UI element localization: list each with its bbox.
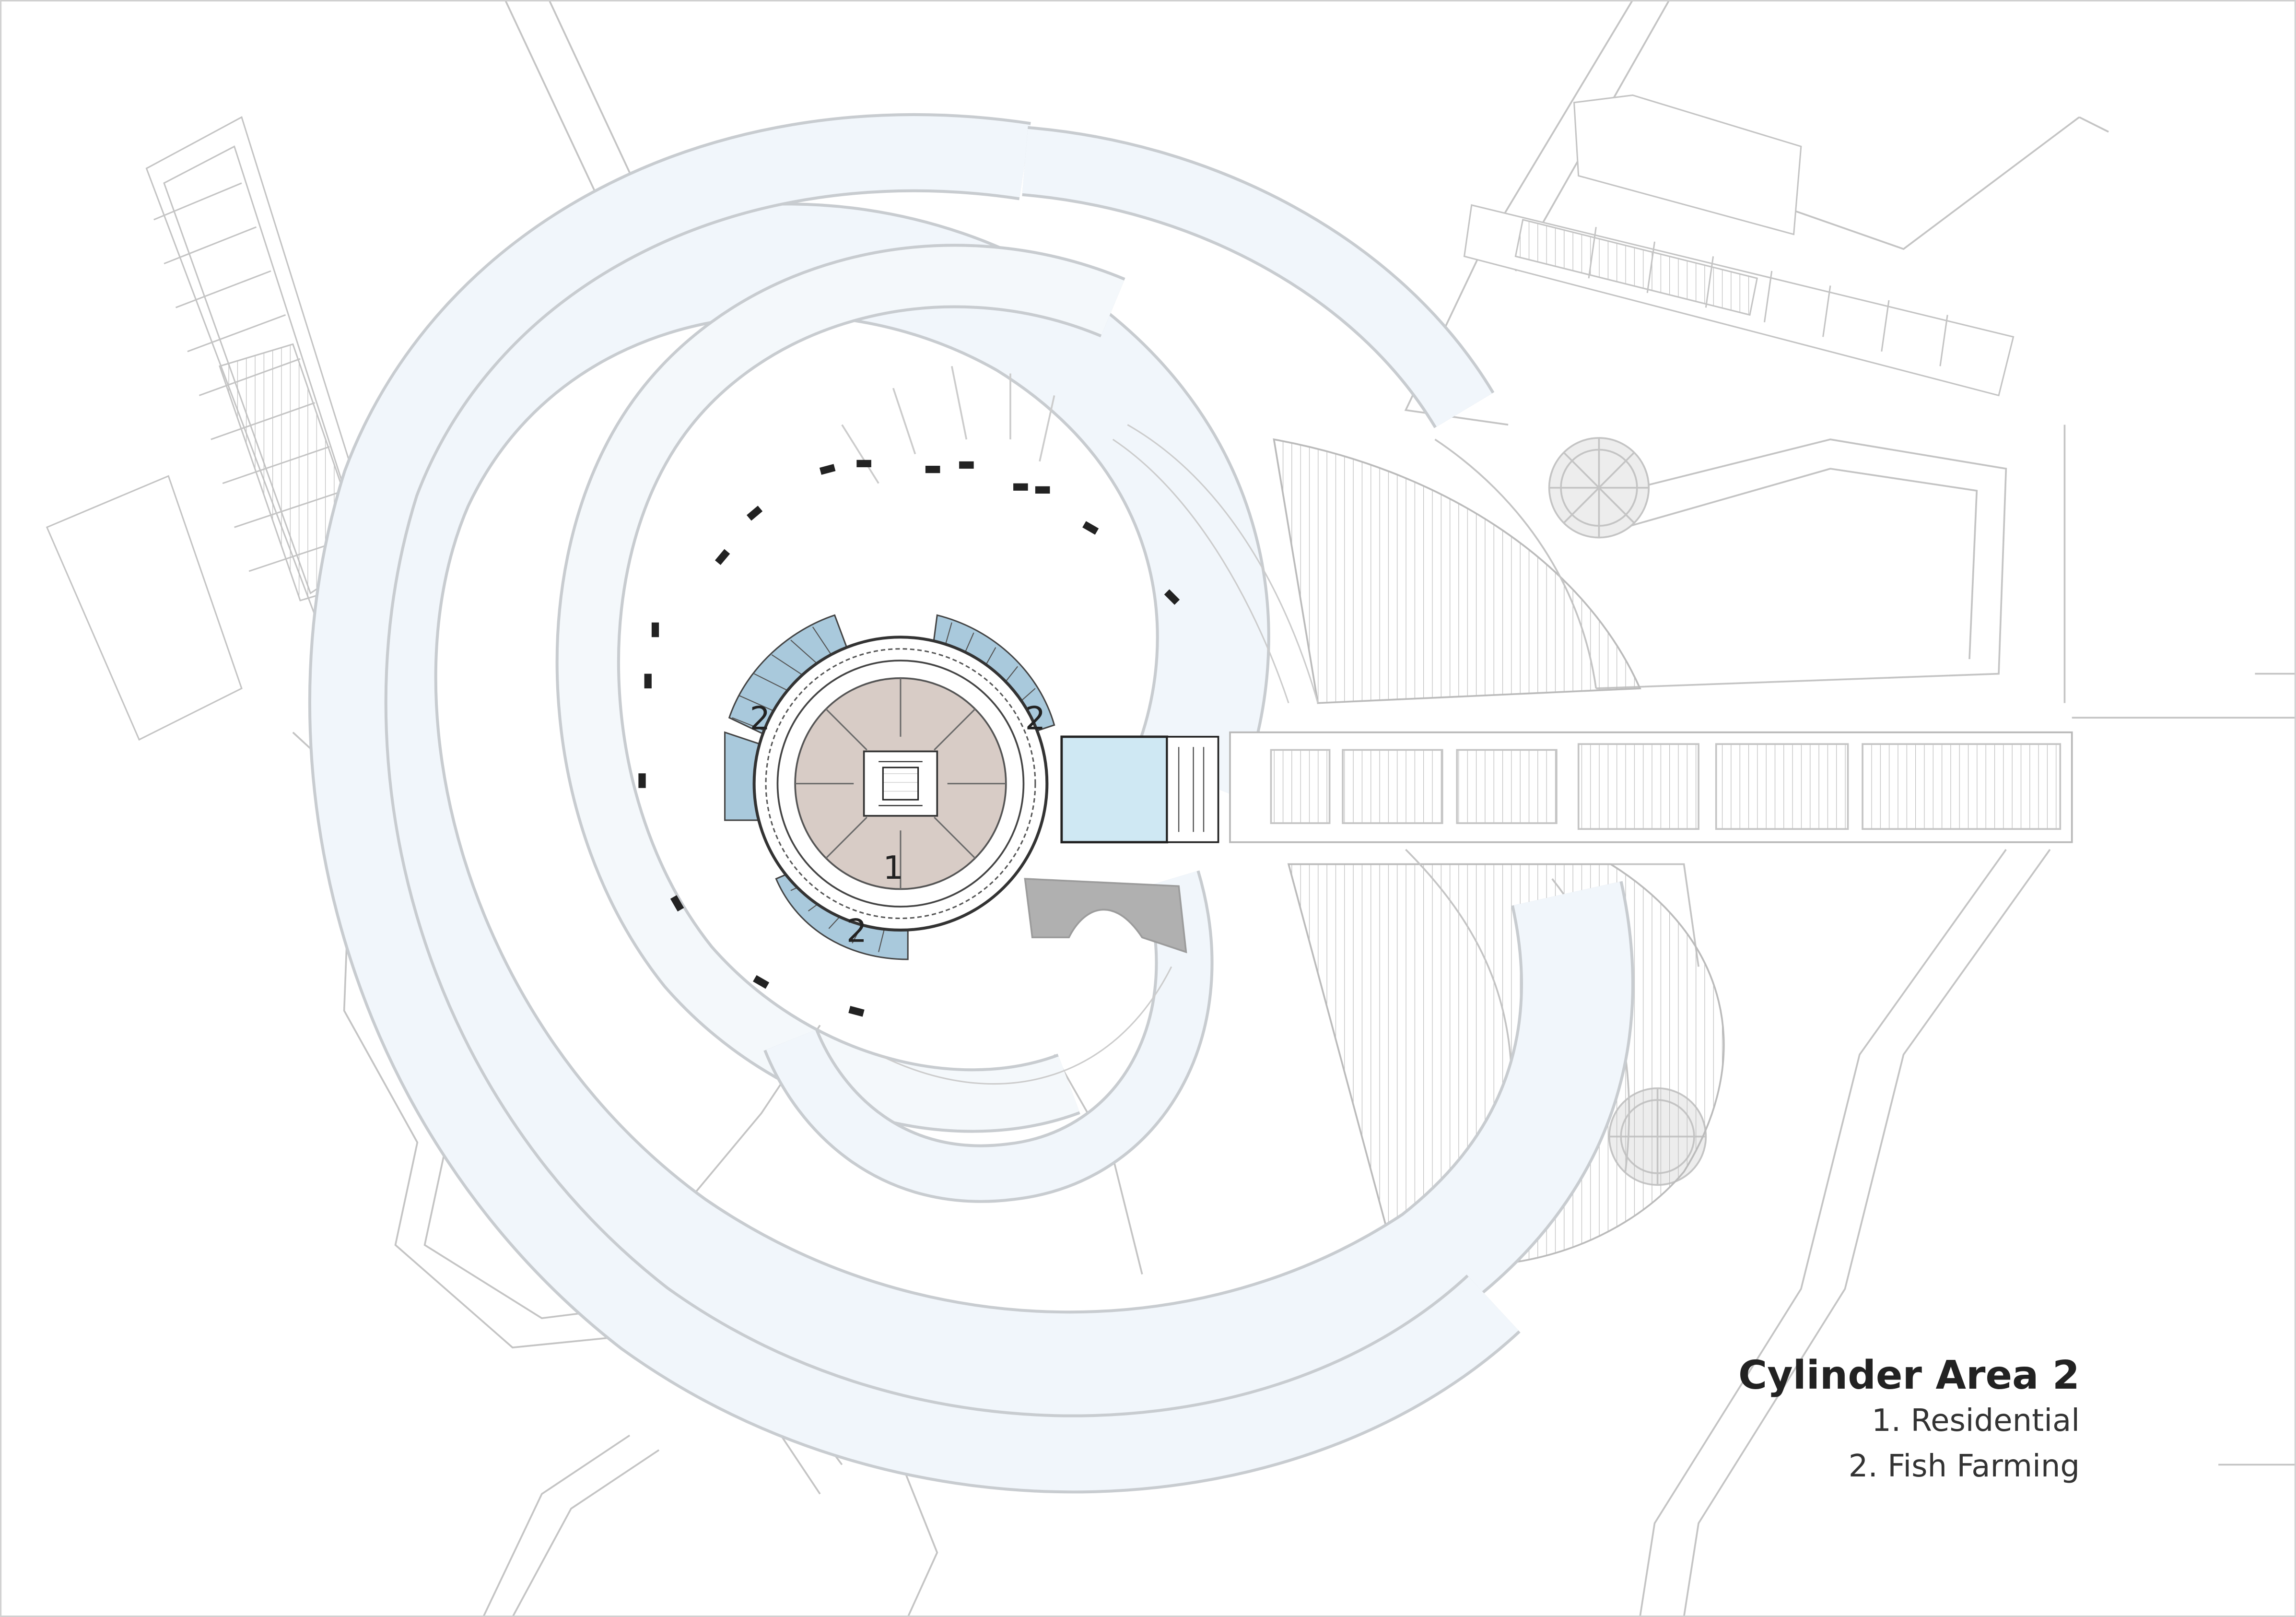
core-shadow <box>1024 878 1187 954</box>
residential-core <box>752 636 1049 932</box>
residential-marker: 1 <box>883 849 903 886</box>
upper-right-block <box>1463 94 2015 397</box>
legend-item-residential: 1. Residential <box>1872 1403 2080 1439</box>
legend-item-fish-farming: 2. Fish Farming <box>1848 1449 2080 1484</box>
legend-title: Cylinder Area 2 <box>1738 1353 2080 1398</box>
upper-right-disc <box>1548 437 1650 539</box>
glass-bridge <box>1060 735 1219 844</box>
spiral-ramps <box>308 113 1634 1494</box>
east-walkway <box>1229 717 2296 843</box>
fish-marker-south: 2 <box>846 912 867 949</box>
ring-markers <box>638 460 1180 1017</box>
inner-ramp-strips <box>841 366 1319 1085</box>
fish-marker-east: 2 <box>1025 700 1046 737</box>
fish-marker-west: 2 <box>750 700 770 737</box>
